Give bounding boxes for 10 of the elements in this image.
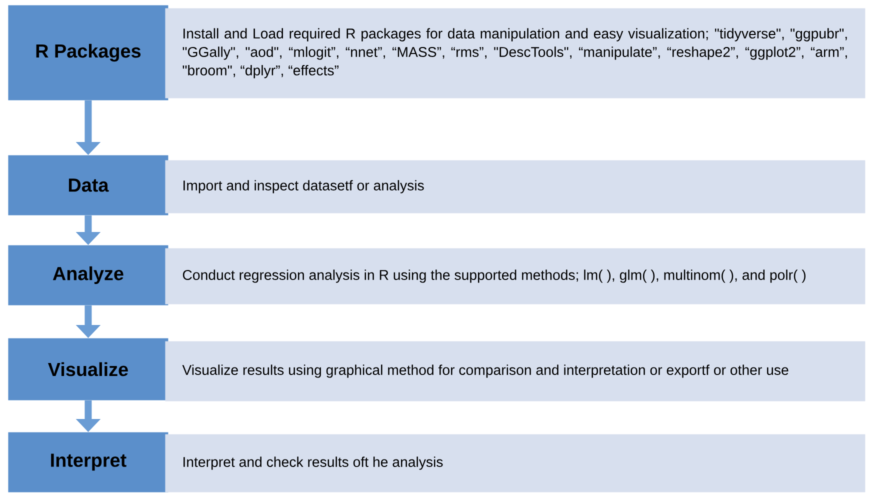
step-box: Data [8,155,168,216]
description-panel: Import and inspect datasetf or analysis [165,160,866,214]
description-panel: Conduct regression analysis in R using the supported methods; lm( ), glm( ), multinom( ), and polr( ) [165,248,866,304]
step-box: Interpret [8,432,168,492]
step-box: Visualize [8,338,168,400]
description-panel: Visualize results using graphical method for comparison and interpretation or exportf or other use [165,341,866,402]
step-box: Analyze [8,245,168,306]
step-box: R Packages [8,5,168,100]
description-panel: Interpret and check results oft he analysis [165,434,866,492]
description-panel: Install and Load required R packages for data manipulation and easy visualization; "tidyverse", "ggpubr", "GGally", "aod", “mlogit”, “nnet”, “MASS”, “rms”, "DescTools", “manipulate”, “reshape2”, “ggplot2”, “arm”, "broom", “dplyr”, “effects” [165,8,866,98]
